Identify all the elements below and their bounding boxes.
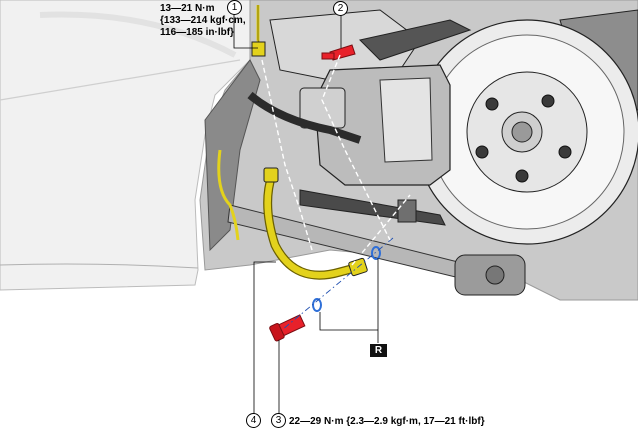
leader-1 (233, 10, 258, 49)
torque-upper-line1: 13—21 N·m (160, 3, 215, 14)
callout-4: 4 (246, 413, 261, 428)
assembly-axis-line (281, 237, 394, 331)
alignment-line-3 (351, 194, 411, 266)
callout-2: 2 (333, 1, 348, 16)
callout-3: 3 (271, 413, 286, 428)
brake-hose-fill (264, 171, 359, 279)
wheel-stud-4 (515, 169, 529, 183)
wheel-well-liner-dark (204, 59, 261, 252)
torque-spec-upper: 13—21 N·m {133—214 kgf·cm, 116—185 in·lb… (160, 3, 246, 39)
washer-upper (371, 246, 381, 260)
torque-upper-line2: {133—214 kgf·cm, (160, 15, 246, 26)
washer-lower (312, 298, 322, 312)
brake-hose-top-fitting (263, 167, 279, 183)
leader-r (319, 258, 379, 343)
hub-nut (511, 121, 533, 143)
wheel-stud-1 (485, 97, 499, 111)
union-bolt (269, 314, 306, 342)
torque-spec-lower: 22—29 N·m {2.3—2.9 kgf·m, 17—21 ft·lbf} (289, 416, 485, 427)
replace-marker: R (370, 344, 387, 357)
alignment-line-2 (321, 54, 391, 241)
parking-brake-cable (247, 91, 362, 144)
leader-4 (253, 261, 276, 414)
upper-arm (359, 19, 472, 61)
alignment-line-1 (261, 59, 313, 251)
hose-clip-tab (321, 52, 335, 60)
fender-crease (0, 59, 241, 101)
caliper-mounting-boss (397, 199, 417, 223)
lower-arm-bolt (485, 265, 505, 285)
wheel-stud-2 (541, 94, 555, 108)
wheel-stud-3 (558, 145, 572, 159)
brake-pipe-fitting (251, 41, 266, 57)
fender-inner-shadow (39, 11, 237, 58)
callout-1: 1 (227, 0, 242, 15)
torque-upper-line3: 116—185 in·lbf} (160, 27, 234, 38)
wheel-stud-5 (475, 145, 489, 159)
caliper-window (379, 77, 433, 163)
fender-lower-edge (0, 263, 199, 269)
